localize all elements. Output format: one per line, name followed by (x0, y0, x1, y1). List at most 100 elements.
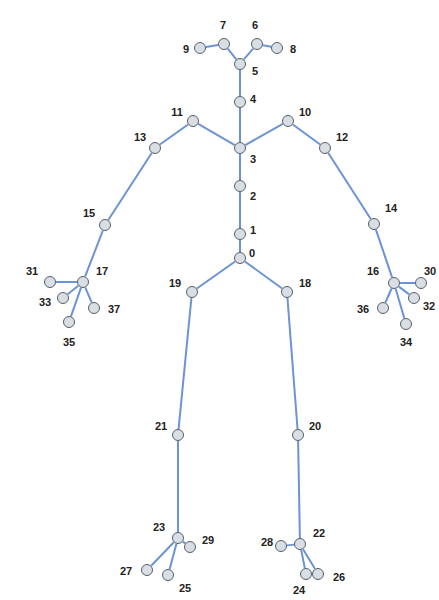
bone-line (239, 240, 241, 252)
joint-number: 26 (333, 571, 345, 583)
bone-line (197, 261, 235, 288)
joint-circle: 22 (294, 538, 306, 550)
bone-line (85, 288, 91, 303)
bone-line (399, 287, 409, 295)
joint-number: 17 (96, 265, 108, 277)
joint-number: 22 (313, 527, 325, 539)
joint-circle: 4 (234, 96, 246, 108)
joint-number: 6 (252, 19, 258, 31)
joint-circle: 6 (251, 38, 263, 50)
bone-line (303, 549, 315, 569)
joint-circle: 25 (162, 569, 174, 581)
joint-circle: 18 (281, 286, 293, 298)
joint-circle: 29 (184, 541, 196, 553)
joint-number: 3 (250, 153, 256, 165)
bone-line (198, 124, 235, 145)
joint-circle: 5 (234, 58, 246, 70)
joint-number: 21 (155, 420, 167, 432)
joint-circle: 23 (172, 532, 184, 544)
joint-circle: 36 (377, 302, 389, 314)
joint-circle: 9 (194, 42, 206, 54)
joint-circle: 21 (172, 429, 184, 441)
joint-circle: 27 (141, 564, 153, 576)
joint-circle: 34 (400, 318, 412, 330)
joint-number: 5 (252, 65, 258, 77)
bone-line (396, 289, 405, 318)
joint-circle: 33 (57, 292, 69, 304)
joint-circle: 35 (63, 316, 75, 328)
joint-circle: 24 (300, 568, 312, 580)
joint-number: 4 (250, 93, 256, 105)
joint-number: 33 (39, 296, 51, 308)
bone-line (68, 286, 79, 295)
joint-circle: 2 (234, 180, 246, 192)
bone-line (287, 298, 297, 429)
joint-circle: 28 (275, 540, 287, 552)
joint-number: 37 (108, 303, 120, 315)
joint-circle: 37 (88, 302, 100, 314)
joint-number: 20 (309, 420, 321, 432)
bone-line (151, 542, 174, 565)
bone-line (177, 441, 179, 532)
joint-number: 30 (424, 265, 436, 277)
joint-number: 23 (153, 521, 165, 533)
bone-line (206, 45, 218, 47)
joint-circle: 15 (99, 219, 111, 231)
joint-number: 10 (299, 106, 311, 118)
joint-number: 2 (250, 190, 256, 202)
joint-circle: 26 (312, 568, 324, 580)
bone-line (239, 154, 241, 180)
joint-number: 15 (83, 207, 95, 219)
joint-number: 25 (179, 582, 191, 594)
bone-line (244, 49, 253, 60)
joint-number: 19 (169, 277, 181, 289)
bone-line (328, 153, 370, 219)
joint-number: 11 (171, 106, 183, 118)
joint-circle: 16 (388, 277, 400, 289)
joint-number: 27 (120, 565, 132, 577)
joint-circle: 31 (44, 276, 56, 288)
joint-circle: 30 (415, 277, 427, 289)
joint-number: 8 (290, 43, 296, 55)
joint-circle: 14 (368, 218, 380, 230)
bone-line (160, 124, 188, 144)
bone-line (56, 281, 77, 283)
joint-number: 9 (183, 43, 189, 55)
joint-number: 12 (336, 131, 348, 143)
joint-circle: 0 (234, 252, 246, 264)
joint-circle: 20 (292, 429, 304, 441)
bone-line (108, 153, 151, 220)
joint-number: 1 (250, 224, 256, 236)
bone-line (385, 288, 391, 302)
bone-line (245, 124, 283, 145)
joint-circle: 12 (319, 142, 331, 154)
joint-number: 35 (63, 336, 75, 348)
joint-number: 31 (26, 265, 38, 277)
joint-circle: 13 (149, 142, 161, 154)
bone-line (239, 70, 241, 96)
joint-number: 28 (261, 536, 273, 548)
joint-circle: 3 (234, 142, 246, 154)
bone-line (293, 125, 320, 145)
joint-circle: 8 (271, 42, 283, 54)
joint-number: 29 (202, 534, 214, 546)
joint-circle: 10 (282, 115, 294, 127)
joint-number: 14 (385, 202, 397, 214)
bone-line (170, 544, 177, 569)
joint-number: 24 (293, 584, 305, 596)
joint-number: 16 (367, 265, 379, 277)
bone-line (228, 49, 237, 60)
joint-number: 13 (134, 131, 146, 143)
joint-circle: 11 (187, 115, 199, 127)
joint-circle: 32 (408, 292, 420, 304)
joint-number: 7 (220, 19, 226, 31)
bone-line (245, 262, 282, 289)
joint-number: 34 (400, 336, 412, 348)
joint-circle: 17 (77, 276, 89, 288)
bone-line (239, 192, 241, 228)
joint-number: 18 (299, 277, 311, 289)
joint-circle: 1 (234, 228, 246, 240)
bone-line (400, 282, 415, 284)
joint-circle: 7 (218, 38, 230, 50)
bone-line (287, 544, 294, 547)
